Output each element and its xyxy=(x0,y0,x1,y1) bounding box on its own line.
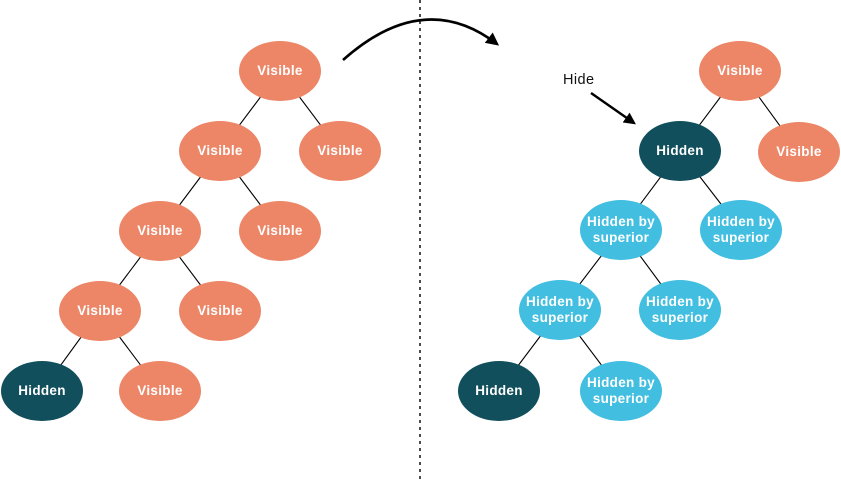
tree-node: Visible xyxy=(239,41,321,101)
tree-node: Hidden by superior xyxy=(580,200,662,260)
tree-node-label: Hidden xyxy=(18,382,66,398)
tree-node: Visible xyxy=(59,281,141,341)
transform-arrow xyxy=(342,18,500,61)
hide-annotation-label: Hide xyxy=(563,72,595,88)
tree-node: Hidden xyxy=(1,361,83,421)
tree-node: Visible xyxy=(179,121,261,181)
tree-node: Visible xyxy=(758,122,840,182)
tree-node: Visible xyxy=(119,361,201,421)
tree-node: Hidden by superior xyxy=(580,361,662,421)
tree-node-label: Visible xyxy=(137,382,183,398)
tree-node-label: Hidden by superior xyxy=(646,293,714,325)
tree-node: Visible xyxy=(179,281,261,341)
tree-node: Hidden by superior xyxy=(639,280,721,340)
tree-node-label: Hidden by superior xyxy=(587,374,655,406)
tree-node: Hidden xyxy=(639,121,721,181)
tree-node-label: Visible xyxy=(257,62,303,78)
tree-node-label: Visible xyxy=(317,142,363,158)
tree-node-label: Visible xyxy=(197,142,243,158)
tree-node-label: Visible xyxy=(717,62,763,78)
tree-node-label: Visible xyxy=(137,222,183,238)
tree-node-label: Visible xyxy=(257,222,303,238)
tree-node-label: Hidden xyxy=(656,142,704,158)
tree-node-label: Hidden by superior xyxy=(707,213,775,245)
tree-node-label: Hidden xyxy=(475,382,523,398)
tree-node-label: Visible xyxy=(776,143,822,159)
tree-node-label: Visible xyxy=(77,302,123,318)
tree-node: Hidden xyxy=(458,361,540,421)
tree-node: Visible xyxy=(239,201,321,261)
tree-node: Visible xyxy=(699,41,781,101)
tree-node: Hidden by superior xyxy=(519,280,601,340)
tree-node-label: Visible xyxy=(197,302,243,318)
tree-node-label: Hidden by superior xyxy=(587,213,655,245)
tree-node-label: Hidden by superior xyxy=(526,293,594,325)
hide-arrow xyxy=(590,92,636,125)
tree-node: Hidden by superior xyxy=(700,200,782,260)
tree-node: Visible xyxy=(119,201,201,261)
tree-node: Visible xyxy=(299,121,381,181)
